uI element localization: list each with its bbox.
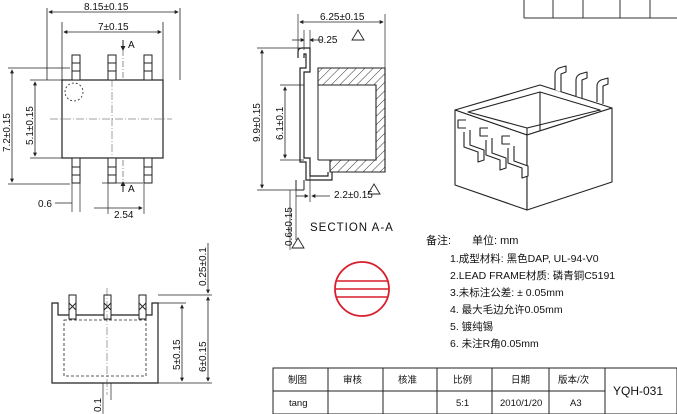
note-item: 6. 未注R角0.05mm — [450, 337, 539, 350]
dim-lead-width: 0.6 — [38, 199, 52, 210]
section-body-hatch — [317, 67, 386, 173]
lower-leads — [71, 157, 153, 184]
notes-unit: 单位: mm — [472, 233, 518, 247]
tb-value-drawn: tang — [289, 398, 308, 409]
notes: 备注: 单位: mm 1.成型材料: 黑色DAP, UL-94-V0 2.LEA… — [426, 233, 615, 350]
tb-value-version: A3 — [570, 398, 582, 409]
dim-section-base: 0.6±0.15 — [284, 207, 295, 246]
note-item: 5. 镀纯锡 — [450, 320, 493, 333]
section-mark-bottom: A — [128, 184, 135, 195]
tb-value-scale: 5:1 — [456, 398, 469, 409]
dim-section-inner-height: 6.1±0.1 — [275, 106, 286, 140]
dim-side-bottom: 0.1 — [93, 398, 104, 412]
dim-side-body: 5±0.15 — [172, 339, 183, 370]
side-view-body — [51, 302, 159, 384]
tb-drawing-code: YQH-031 — [613, 384, 663, 398]
dim-top-height-overall: 7.2±0.15 — [2, 113, 13, 152]
side-view: 0.1 0.25±0.1 5±0.15 6±0.15 — [51, 243, 212, 414]
dim-section-width: 6.25±0.15 — [320, 12, 365, 23]
note-item: 1.成型材料: 黑色DAP, UL-94-V0 — [450, 252, 599, 265]
dim-top-height-body: 5.1±0.15 — [25, 106, 36, 145]
note-item: 3.未标注公差: ± 0.05mm — [450, 286, 564, 299]
section-mark-top: A — [128, 40, 135, 51]
isometric-view — [454, 65, 613, 211]
upper-leads — [71, 54, 153, 81]
company-logo — [334, 261, 390, 317]
dim-top-width-overall: 8.15±0.15 — [84, 2, 129, 13]
tb-header-checked: 审核 — [343, 374, 363, 386]
pin1-marker — [64, 82, 84, 102]
datum-triangle-bottom — [367, 183, 381, 195]
dim-top-width-body: 7±0.15 — [98, 22, 129, 33]
tb-header-drawn: 制图 — [288, 374, 307, 386]
title-block: 制图 审核 核准 比例 日期 版本/次 tang 5:1 2010/1/20 A… — [272, 367, 677, 414]
tb-value-date: 2010/1/20 — [500, 398, 542, 409]
datum-triangle-top — [351, 29, 365, 41]
notes-heading: 备注: — [426, 233, 451, 247]
section-view: 6.25±0.15 0.25 9.9±0.15 6.1±0.1 2.2±0. — [252, 12, 394, 250]
dim-section-thickness: 0.25 — [318, 35, 338, 46]
top-view: 8.15±0.15 7±0.15 A A — [2, 2, 181, 221]
dim-section-height: 9.9±0.15 — [252, 103, 263, 142]
section-lead-frame — [297, 47, 329, 177]
tb-header-version: 版本/次 — [558, 374, 590, 386]
note-item: 2.LEAD FRAME材质: 磷青铜C5191 — [450, 269, 615, 282]
tb-header-date: 日期 — [511, 375, 530, 386]
tb-header-approved: 核准 — [398, 374, 418, 386]
dim-side-overall: 6±0.15 — [198, 341, 209, 372]
dim-side-top: 0.25±0.1 — [198, 247, 209, 286]
dim-section-offset: 2.2±0.15 — [334, 190, 373, 201]
dim-pitch: 2.54 — [114, 210, 134, 221]
tb-header-scale: 比例 — [453, 374, 472, 386]
frame-corner — [523, 0, 677, 19]
note-item: 4. 最大毛边允许0.05mm — [450, 303, 563, 316]
side-view-leads — [68, 294, 147, 320]
section-title: SECTION A-A — [310, 222, 394, 234]
